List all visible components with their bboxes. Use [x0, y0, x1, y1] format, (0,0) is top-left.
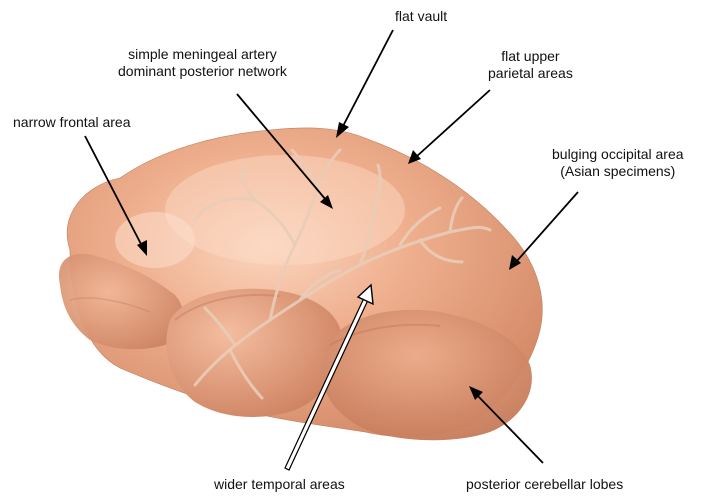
meningeal-line-2: dominant posterior network: [118, 63, 287, 80]
label-flat-vault: flat vault: [395, 8, 447, 25]
narrow-frontal-text: narrow frontal area: [13, 114, 131, 130]
flat-vault-text: flat vault: [395, 8, 447, 24]
arrow-flat-upper-parietal: [408, 90, 490, 164]
label-meningeal: simple meningeal artery dominant posteri…: [118, 46, 287, 80]
parietal-line-1: flat upper: [488, 48, 573, 65]
endocast: [59, 128, 542, 440]
parietal-line-2: parietal areas: [488, 65, 573, 82]
label-narrow-frontal: narrow frontal area: [13, 114, 131, 131]
label-bulging-occipital: bulging occipital area (Asian specimens): [552, 146, 684, 180]
arrow-bulging-occipital: [509, 192, 578, 270]
arrow-flat-vault: [336, 30, 393, 138]
label-flat-upper-parietal: flat upper parietal areas: [488, 48, 573, 82]
label-wider-temporal: wider temporal areas: [214, 476, 345, 493]
occipital-line-2: (Asian specimens): [552, 163, 684, 180]
occipital-line-1: bulging occipital area: [552, 146, 684, 163]
meningeal-line-1: simple meningeal artery: [118, 46, 287, 63]
label-posterior-cerebellar: posterior cerebellar lobes: [466, 476, 623, 493]
posterior-cerebellar-text: posterior cerebellar lobes: [466, 476, 623, 492]
wider-temporal-text: wider temporal areas: [214, 476, 345, 492]
